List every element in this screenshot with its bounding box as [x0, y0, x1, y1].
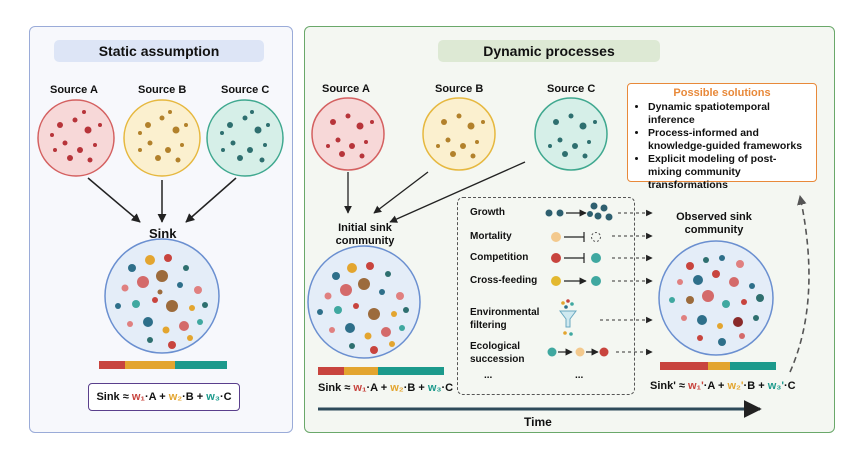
source-c-community-left: [206, 99, 284, 177]
environmental-filtering-icon: [559, 299, 577, 336]
proportion-bar-red-left: [99, 361, 125, 369]
sink-label-left: Sink: [149, 226, 177, 241]
possible-solutions-box: Possible solutions Dynamic spatiotempora…: [627, 83, 817, 191]
proportion-bar-teal-left: [175, 361, 227, 369]
mortality-icon: [551, 232, 601, 242]
possible-solutions-title: Possible solutions: [673, 87, 771, 99]
process-cross-feeding: Cross-feeding: [470, 275, 538, 286]
source-a-dots-right: [326, 113, 374, 159]
source-a-label-right: Source A: [322, 83, 370, 95]
solution-item: Explicit modeling of post-mixing communi…: [648, 153, 808, 192]
process-competition: Competition: [470, 252, 529, 263]
cross-feeding-icon: [551, 276, 601, 286]
proportion-bar-yellow-left: [125, 361, 175, 369]
source-a-label-left: Source A: [50, 84, 98, 96]
source-b-label-left: Source B: [138, 84, 187, 96]
proportion-bar-red-observed: [660, 362, 708, 370]
source-a-dots-left: [50, 110, 102, 163]
source-c-label-left: Source C: [221, 84, 270, 96]
sink-community-left: [104, 238, 220, 354]
competition-icon: [551, 253, 601, 263]
source-b-dots-left: [138, 110, 188, 163]
initial-sink-label: Initial sink community: [335, 222, 395, 247]
process-growth: Growth: [470, 207, 505, 218]
growth-icon: [545, 202, 613, 221]
observed-sink-dots: [669, 255, 764, 346]
proportion-bar-yellow-initial: [344, 367, 378, 375]
feedback-arrow: [789, 195, 810, 373]
ecological-succession-icon: [547, 347, 609, 357]
source-c-label-right: Source C: [547, 83, 596, 95]
observed-formula: Sink' ≈ w₁'·A + w₂'·B + w₃'·C: [650, 380, 796, 392]
proportion-bar-yellow-observed: [708, 362, 730, 370]
static-assumption-header: Static assumption: [54, 40, 264, 62]
initial-sink-community: [307, 245, 421, 359]
initial-sink-dots: [317, 262, 409, 354]
source-c-community-right: [534, 97, 608, 171]
initial-formula: Sink ≈ w₁·A + w₂·B + w₃·C: [318, 382, 454, 394]
process-ellipsis-2: ...: [575, 370, 584, 381]
dynamic-processes-header: Dynamic processes: [438, 40, 660, 62]
source-c-dots-left: [220, 110, 270, 163]
observed-sink-community: [658, 240, 774, 356]
static-formula: Sink ≈ w₁·A + w₂·B + w₃·C: [88, 383, 240, 411]
solutions-list: Dynamic spatiotemporal inference Process…: [636, 101, 808, 192]
source-b-community-left: [123, 99, 201, 177]
source-b-community-right: [422, 97, 496, 171]
source-b-dots-right: [436, 113, 485, 159]
process-environmental-filtering: Environmental filtering: [470, 307, 540, 331]
proportion-bar-red-initial: [318, 367, 344, 375]
process-ecological-succession: Ecological succession: [470, 341, 525, 365]
source-a-community-right: [311, 97, 385, 171]
time-label: Time: [524, 415, 552, 429]
sink-dots-left: [115, 254, 208, 349]
source-c-dots-right: [548, 113, 597, 159]
solution-item: Process-informed and knowledge-guided fr…: [648, 127, 808, 153]
source-a-community-left: [37, 99, 115, 177]
source-b-label-right: Source B: [435, 83, 484, 95]
process-mortality: Mortality: [470, 231, 512, 242]
process-ellipsis-1: ...: [484, 370, 493, 381]
observed-sink-label: Observed sink community: [676, 211, 752, 236]
proportion-bar-teal-observed: [730, 362, 776, 370]
proportion-bar-teal-initial: [378, 367, 444, 375]
solution-item: Dynamic spatiotemporal inference: [648, 101, 808, 127]
processes-box: [457, 197, 635, 395]
